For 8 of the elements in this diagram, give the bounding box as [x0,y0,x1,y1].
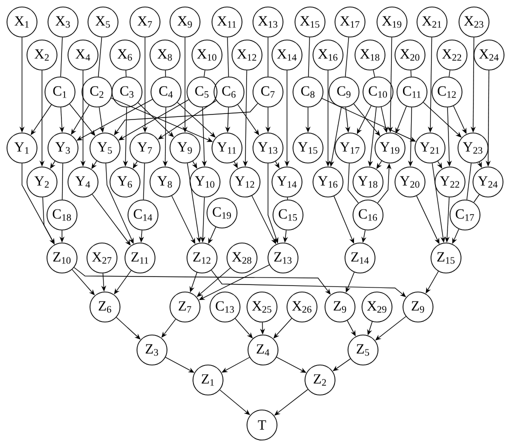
arrow [222,357,250,373]
arrow [72,269,95,296]
arrow [138,102,174,138]
arrow [42,197,55,244]
arrow [69,104,96,136]
arrow [322,98,416,142]
arrow [76,99,153,141]
arrow [234,318,253,338]
